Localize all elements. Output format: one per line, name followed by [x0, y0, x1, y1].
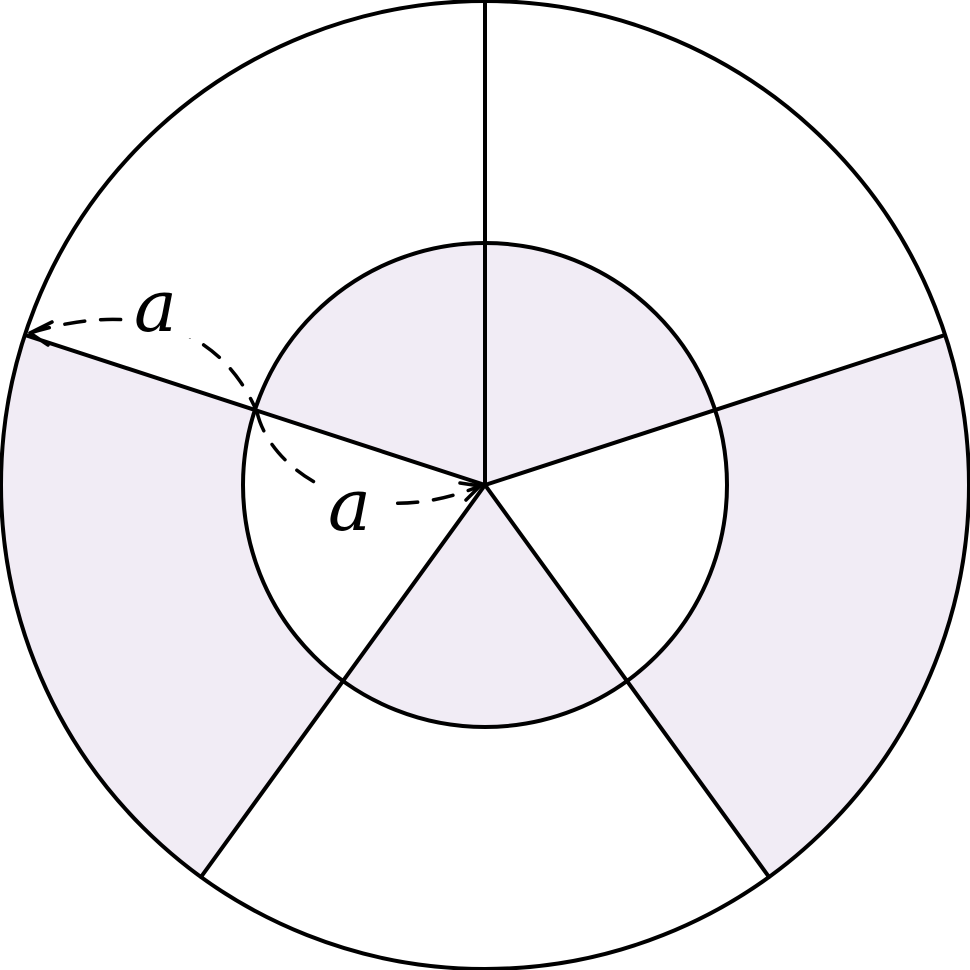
labels: a a: [128, 264, 390, 547]
label-bg-outer: [128, 272, 196, 338]
radius-upper-right: [483, 333, 947, 487]
label-bg-inner: [322, 470, 390, 536]
radius-lower-left: [199, 483, 487, 879]
shaded-regions: [1, 243, 969, 877]
label-outer-arc: a: [134, 264, 177, 348]
inner-sector-bottom: [343, 485, 627, 728]
outer-arc-dimension: [28, 317, 259, 414]
radius-lower-right: [483, 483, 771, 879]
outer-ring-sector-right: [627, 335, 969, 877]
inner-sector-top-right: [485, 243, 715, 485]
arrow-head-outer: [28, 320, 54, 347]
label-inner-arc: a: [328, 463, 371, 547]
outer-ring-sector-left: [1, 335, 344, 877]
arrow-head-inner: [458, 481, 482, 502]
inner-sector-top-left: [255, 243, 485, 485]
